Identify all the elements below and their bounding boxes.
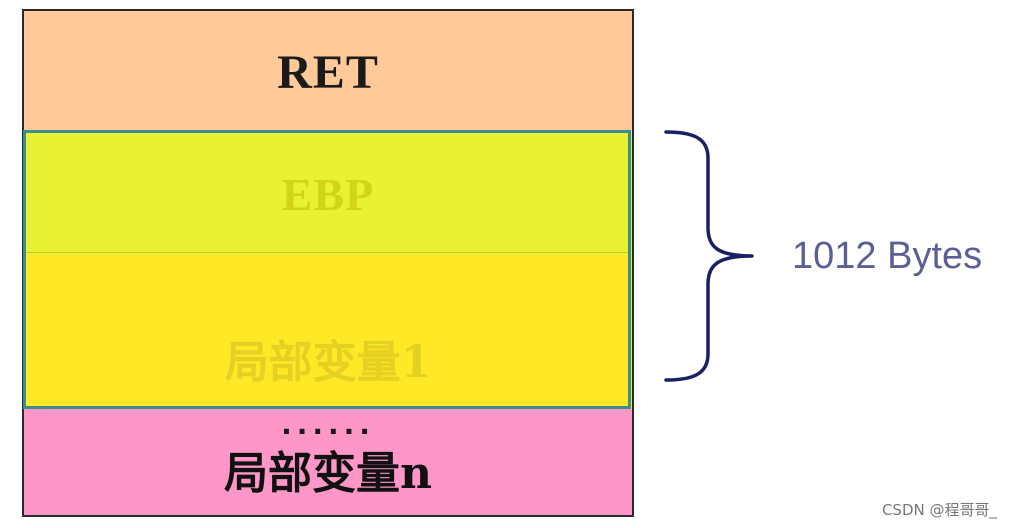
local-variable-1-label: 局部变量1 — [224, 337, 432, 388]
stack-frame-diagram: RET EBP 局部变量1 ...... 局部变量n — [22, 9, 634, 517]
local-variable-n-label: 局部变量n — [224, 448, 432, 499]
curly-brace-icon — [664, 130, 754, 382]
local-variable-n-block: ...... 局部变量n — [24, 408, 632, 515]
watermark: CSDN @程哥哥_ — [881, 501, 997, 519]
ebp-block: EBP — [24, 133, 632, 255]
ret-label: RET — [277, 45, 379, 99]
ret-block: RET — [24, 11, 632, 133]
ebp-label: EBP — [281, 168, 375, 220]
local-variable-1-block: 局部变量1 — [24, 255, 632, 409]
ellipsis-marker: ...... — [281, 408, 375, 441]
ebp-local-divider — [24, 252, 630, 253]
buffer-size-label: 1012 Bytes — [792, 235, 983, 277]
